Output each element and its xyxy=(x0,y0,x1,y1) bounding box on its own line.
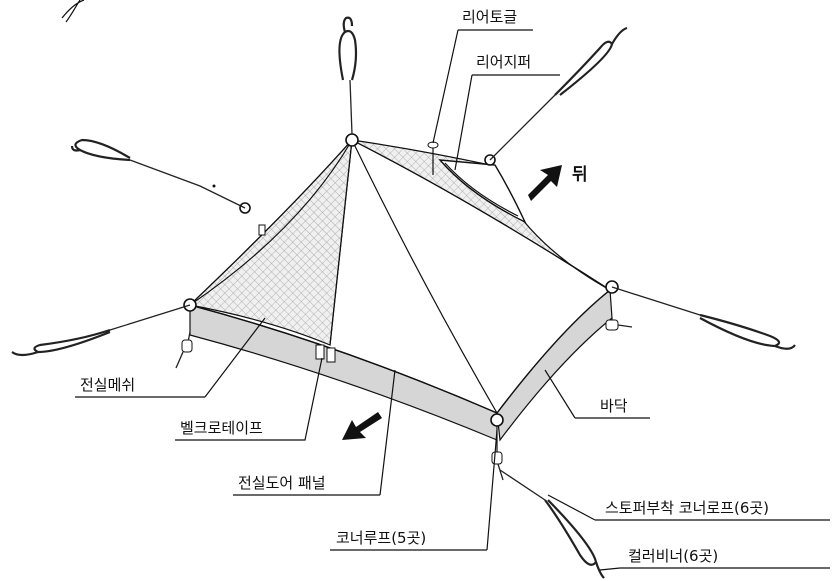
label-stopper-corner-rope: 스토퍼부착 코너로프(6곳) xyxy=(605,499,769,517)
corner-scribble xyxy=(61,0,85,23)
back-arrow xyxy=(528,165,562,201)
label-back: 뒤 xyxy=(572,164,588,185)
rear-zipper-opening xyxy=(438,159,527,224)
velcro-tape xyxy=(258,224,336,363)
seam-front xyxy=(329,139,353,346)
label-rear-zipper: 리어지퍼 xyxy=(476,53,531,71)
label-inner-door-panel: 전실도어 패널 xyxy=(238,474,326,492)
label-velcro-tape: 벨크로테이프 xyxy=(180,419,263,437)
guy-ropes xyxy=(11,16,796,579)
seam-center xyxy=(351,139,498,414)
front-arrow xyxy=(342,412,382,440)
label-inner-mesh: 전실메쉬 xyxy=(80,376,135,394)
apex-ring xyxy=(345,133,359,147)
leader-lines xyxy=(75,29,830,571)
label-carabiner: 컬러비너(6곳) xyxy=(628,547,718,565)
label-corner-loop: 코너루프(5곳) xyxy=(336,529,426,547)
label-rear-toggle: 리어토글 xyxy=(462,8,517,26)
label-floor: 바닥 xyxy=(600,397,628,415)
seam-left xyxy=(189,139,353,306)
